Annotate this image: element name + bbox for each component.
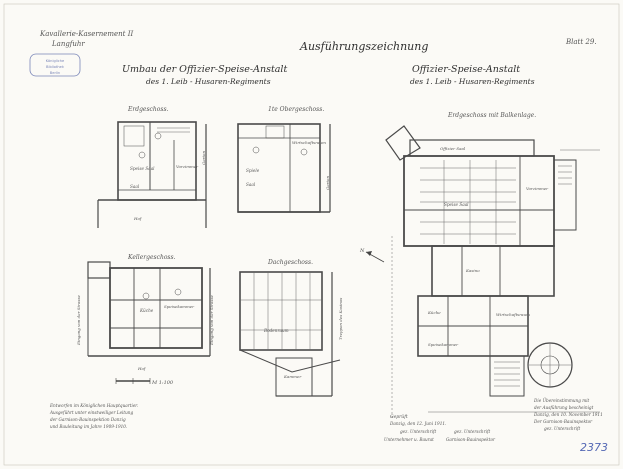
svg-text:Bodenraum: Bodenraum <box>263 328 289 333</box>
svg-text:Saal: Saal <box>130 184 140 189</box>
svg-text:Eingang von der Strasse: Eingang von der Strasse <box>209 294 214 346</box>
signature-block: Geprüft Danzig, den 12. Juni 1911. gez. … <box>384 414 496 442</box>
svg-text:Speisekammer: Speisekammer <box>164 304 195 309</box>
svg-text:Geprüft: Geprüft <box>390 414 408 420</box>
svg-text:gez. Unterschrift: gez. Unterschrift <box>544 426 580 431</box>
archive-number: 2373 <box>580 441 608 454</box>
svg-text:Speisekammer: Speisekammer <box>428 342 459 347</box>
svg-text:Der Garnison-Bauinspektor: Der Garnison-Bauinspektor <box>533 419 593 424</box>
svg-text:Spiele: Spiele <box>246 168 260 173</box>
plan-first-floor: Spiele Saal Wirtschaftsraum Garten <box>237 123 331 213</box>
svg-text:Garten: Garten <box>325 176 330 190</box>
north-arrow: N <box>359 248 385 263</box>
svg-text:der Ausführung bescheinigt: der Ausführung bescheinigt <box>534 405 594 410</box>
svg-text:gez. Unterschrift: gez. Unterschrift <box>400 429 436 434</box>
svg-text:Entworfen im Königlichen Haupt: Entworfen im Königlichen Hauptquartier. <box>49 403 138 408</box>
title-right-line1: Offizier-Speise-Anstalt <box>412 64 520 75</box>
svg-text:Danzig, den 10. November 1911: Danzig, den 10. November 1911 <box>533 412 603 417</box>
svg-text:Berlin: Berlin <box>50 71 60 75</box>
sheet-title: Ausführungszeichnung <box>299 40 428 53</box>
title-right-line2: des 1. Leib - Husaren-Regiments <box>410 77 535 86</box>
svg-text:Die Übereinstimmung mit: Die Übereinstimmung mit <box>533 398 590 403</box>
svg-text:Hof: Hof <box>133 216 143 221</box>
svg-text:Saal: Saal <box>246 182 256 187</box>
svg-text:Danzig, den 12. Juni 1911.: Danzig, den 12. Juni 1911. <box>389 421 446 426</box>
svg-text:Speise Saal: Speise Saal <box>130 166 155 171</box>
svg-text:Vorzimmer: Vorzimmer <box>526 186 549 191</box>
svg-text:Unternehmer u. Baurat: Unternehmer u. Baurat <box>384 437 434 442</box>
svg-text:Speise Saal: Speise Saal <box>444 202 469 207</box>
svg-text:Wirtschaftsraum: Wirtschaftsraum <box>496 312 530 317</box>
title-left-line2: des 1. Leib - Husaren-Regiments <box>146 77 271 86</box>
svg-text:Kasino: Kasino <box>465 268 480 273</box>
svg-text:Garten: Garten <box>201 151 206 165</box>
sheet-number: Blatt 29. <box>565 38 597 46</box>
plan-ground-floor: Speise Saal Saal Vorzimmer Hof Garten <box>97 121 207 228</box>
svg-text:Bibliothek: Bibliothek <box>46 65 65 69</box>
label-ground-floor-beams: Erdgeschoss mit Balkenlage. <box>447 112 536 119</box>
plan-cellar: Küche Speisekammer Hof Eingang von der S… <box>76 261 214 371</box>
conformity-note: Die Übereinstimmung mit der Ausführung b… <box>533 398 603 431</box>
label-first-floor: 1te Obergeschoss. <box>268 106 324 113</box>
sheet-border <box>3 3 620 466</box>
svg-text:Vorzimmer: Vorzimmer <box>176 164 199 169</box>
library-stamp: Königliche Bibliothek Berlin <box>29 53 81 77</box>
svg-text:N: N <box>359 248 365 254</box>
svg-text:M 1:100: M 1:100 <box>151 380 174 386</box>
label-ground-floor: Erdgeschoss. <box>127 106 169 113</box>
scale-bar: M 1:100 <box>115 378 174 386</box>
plan-attic: Bodenraum Kammer Treppen des Kasinos <box>239 271 343 397</box>
svg-text:Ausgeführt unter einstweiliger: Ausgeführt unter einstweiliger Leitung <box>49 410 133 415</box>
svg-text:Garnison-Bauinspektor: Garnison-Bauinspektor <box>446 437 496 442</box>
plan-ground-floor-beams: Offizier Saal Speise Saal Vorzimmer Kasi… <box>385 125 600 420</box>
barracks-line1: Kavallerie-Kasernement II <box>39 30 133 38</box>
svg-text:gez. Unterschrift: gez. Unterschrift <box>454 429 490 434</box>
svg-text:Offizier Saal: Offizier Saal <box>440 146 466 151</box>
barracks-line2: Langfuhr <box>51 40 85 48</box>
title-left-line1: Umbau der Offizier-Speise-Anstalt <box>122 64 287 75</box>
svg-text:Küche: Küche <box>427 310 441 315</box>
svg-text:Treppen des Kasinos: Treppen des Kasinos <box>338 298 343 340</box>
svg-text:Hof: Hof <box>137 366 147 371</box>
svg-text:Königliche: Königliche <box>46 59 65 63</box>
svg-text:Wirtschaftsraum: Wirtschaftsraum <box>292 140 326 145</box>
svg-text:Küche: Küche <box>139 308 154 313</box>
label-attic: Dachgeschoss. <box>267 259 313 266</box>
svg-text:und Bauleitung im Jahre 1909-1: und Bauleitung im Jahre 1909-1910. <box>50 424 127 429</box>
svg-text:der Garnison-Bauinspektion Dan: der Garnison-Bauinspektion Danzig <box>50 417 126 422</box>
label-cellar: Kellergeschoss. <box>127 254 176 261</box>
approval-note: Entworfen im Königlichen Hauptquartier. … <box>49 403 138 429</box>
svg-text:Eingang von der Strasse: Eingang von der Strasse <box>76 294 81 346</box>
svg-text:Kammer: Kammer <box>283 374 302 379</box>
